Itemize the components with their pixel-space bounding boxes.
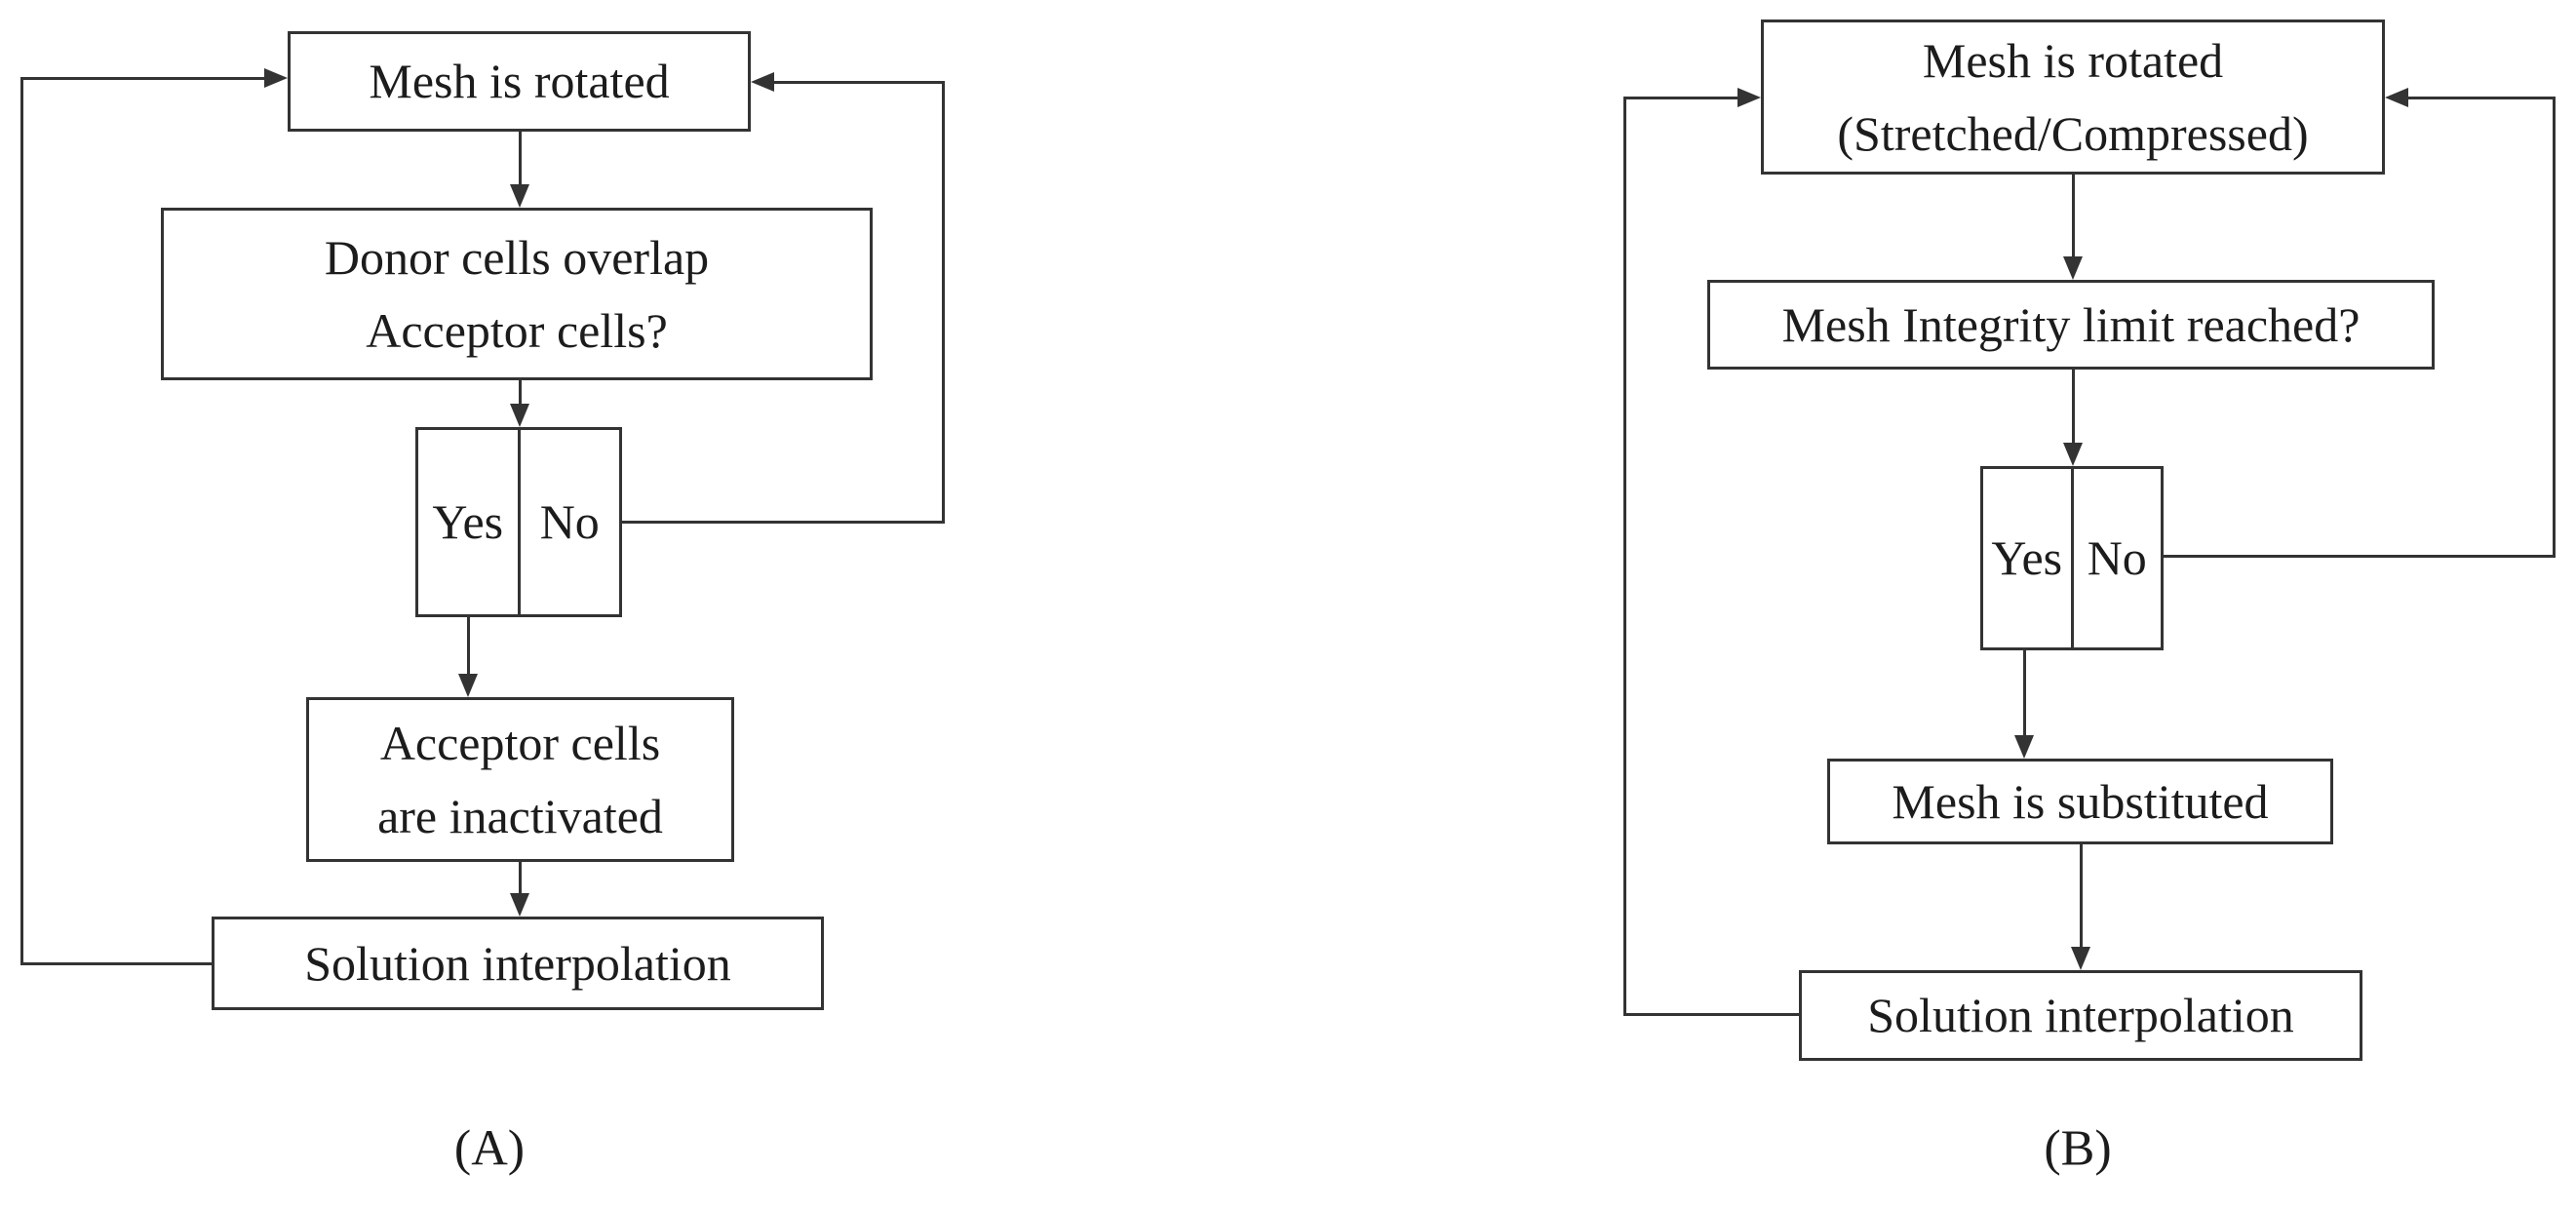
node-solution-interpolation-b: Solution interpolation [1799, 970, 2362, 1061]
node-yes-no-decision-b: Yes No [1980, 466, 2164, 650]
node-acceptor-cells-inactivated: Acceptor cells are inactivated [306, 697, 734, 862]
node-label-line: Donor cells overlap [324, 229, 710, 285]
edge-rotated-to-donor-a-arrowhead [510, 184, 529, 208]
panel-b-caption: (B) [2044, 1120, 2112, 1177]
edge-donor-to-decision-a [518, 378, 522, 411]
edge-integrity-to-decision-b [2071, 368, 2075, 450]
node-mesh-is-rotated-a: Mesh is rotated [288, 31, 751, 132]
edge-acceptor-to-solution-a-arrowhead [510, 893, 529, 917]
edge-rotated-to-integrity-b [2071, 173, 2075, 264]
node-label-line: Solution interpolation [304, 935, 731, 991]
edge-solution-loop-back-b-seg1 [1622, 1012, 1801, 1016]
node-label-line: Mesh Integrity limit reached? [1781, 296, 2361, 352]
edge-no-loop-back-a-seg2 [941, 80, 945, 524]
edge-yes-to-acceptor-a-arrowhead [458, 674, 478, 697]
edge-solution-loop-back-b-seg2 [1622, 96, 1626, 1016]
node-label-line: Acceptor cells? [366, 302, 668, 358]
decision-label: Yes [1991, 530, 2063, 585]
edge-solution-loop-back-b-arrowhead [1737, 88, 1761, 107]
edge-substituted-to-solution-b-arrowhead [2071, 947, 2090, 970]
edge-substituted-to-solution-b [2079, 842, 2083, 955]
edge-no-loop-back-b-seg2 [2552, 96, 2556, 558]
edge-no-loop-back-b-seg3 [2400, 96, 2556, 99]
edge-solution-loop-back-a-seg3 [20, 76, 272, 80]
edge-no-loop-back-b-arrowhead [2385, 88, 2408, 107]
node-yes-no-decision-b-cell-yes: Yes [1983, 469, 2074, 647]
node-yes-no-decision-a: Yes No [415, 427, 622, 617]
edge-no-loop-back-a-seg1 [620, 520, 945, 524]
panel-a-caption: (A) [453, 1120, 526, 1177]
edge-no-loop-back-a-seg3 [766, 80, 945, 84]
node-label-line: Acceptor cells [379, 715, 661, 770]
node-yes-no-decision-b-cell-no: No [2074, 469, 2162, 647]
node-yes-no-decision-a-cell-yes: Yes [418, 430, 521, 614]
decision-label: Yes [432, 494, 504, 549]
node-label-line: Mesh is rotated [1922, 32, 2224, 88]
edge-yes-to-acceptor-a [466, 615, 470, 682]
edge-yes-to-substituted-b [2022, 648, 2026, 743]
edge-donor-to-decision-a-arrowhead [510, 404, 529, 427]
edge-solution-loop-back-a-arrowhead [264, 68, 288, 88]
node-mesh-integrity-question: Mesh Integrity limit reached? [1707, 280, 2435, 370]
edge-integrity-to-decision-b-arrowhead [2063, 443, 2083, 466]
edge-rotated-to-donor-a [518, 130, 522, 192]
decision-label: No [2087, 530, 2147, 585]
node-mesh-is-substituted: Mesh is substituted [1827, 759, 2333, 844]
edge-solution-loop-back-a-seg1 [20, 961, 214, 965]
node-label-line: Mesh is substituted [1892, 773, 2269, 829]
node-solution-interpolation-a: Solution interpolation [212, 917, 824, 1010]
decision-label: No [539, 494, 600, 549]
node-label-line: are inactivated [377, 788, 663, 843]
edge-solution-loop-back-b-seg3 [1622, 96, 1745, 99]
node-label-line: (Stretched/Compressed) [1837, 105, 2309, 161]
edge-rotated-to-integrity-b-arrowhead [2063, 256, 2083, 280]
edge-no-loop-back-a-arrowhead [751, 72, 774, 92]
node-mesh-is-rotated-b: Mesh is rotated (Stretched/Compressed) [1761, 20, 2385, 175]
edge-acceptor-to-solution-a [518, 860, 522, 901]
node-label-line: Solution interpolation [1867, 988, 2294, 1042]
node-yes-no-decision-a-cell-no: No [521, 430, 620, 614]
edge-yes-to-substituted-b-arrowhead [2014, 735, 2034, 759]
edge-solution-loop-back-a-seg2 [20, 76, 23, 965]
edge-no-loop-back-b-seg1 [2162, 554, 2556, 558]
node-label-line: Mesh is rotated [369, 54, 670, 108]
